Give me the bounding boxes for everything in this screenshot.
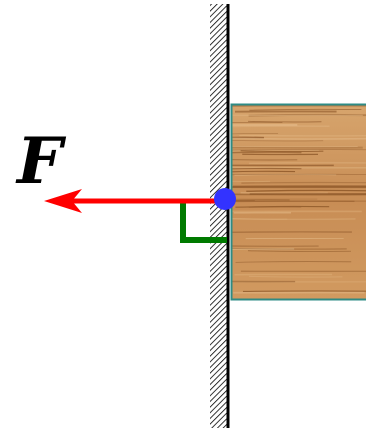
wood-grain-line: [235, 261, 352, 263]
wood-grain-line: [248, 161, 366, 165]
wood-grain-line: [231, 137, 366, 140]
wall: [210, 4, 230, 428]
wood-grain-line: [240, 150, 324, 153]
force-label: F: [15, 124, 67, 199]
wood-grain-line: [242, 290, 366, 293]
wood-grain-line: [231, 125, 330, 128]
wood-grain-line: [241, 181, 366, 184]
wood-grain-line: [247, 250, 351, 252]
wood-grain-line: [249, 108, 362, 111]
wood-grain-line: [246, 189, 366, 192]
wood-grain-line: [231, 170, 296, 173]
contact-point: [214, 188, 236, 210]
wood-grain-line: [231, 140, 324, 142]
wooden-block-fill: [231, 104, 366, 300]
wooden-block: [230, 103, 366, 301]
wood-grain-line: [248, 120, 322, 123]
wood-grain-line: [231, 151, 302, 154]
wood-grain-line: [231, 149, 366, 151]
wood-grain-line: [231, 136, 264, 139]
force-arrow-head: [44, 189, 82, 213]
wood-grain-line: [231, 247, 347, 250]
wood-grain-line: [235, 205, 330, 208]
right-angle-marker: [180, 202, 227, 243]
wood-grain-line: [231, 231, 352, 233]
force-arrow: [44, 189, 222, 213]
wood-grain-line: [234, 173, 337, 176]
wall-hatching: [210, 4, 227, 428]
wood-grain-line: [231, 167, 302, 170]
wood-grain-line: [248, 275, 343, 278]
